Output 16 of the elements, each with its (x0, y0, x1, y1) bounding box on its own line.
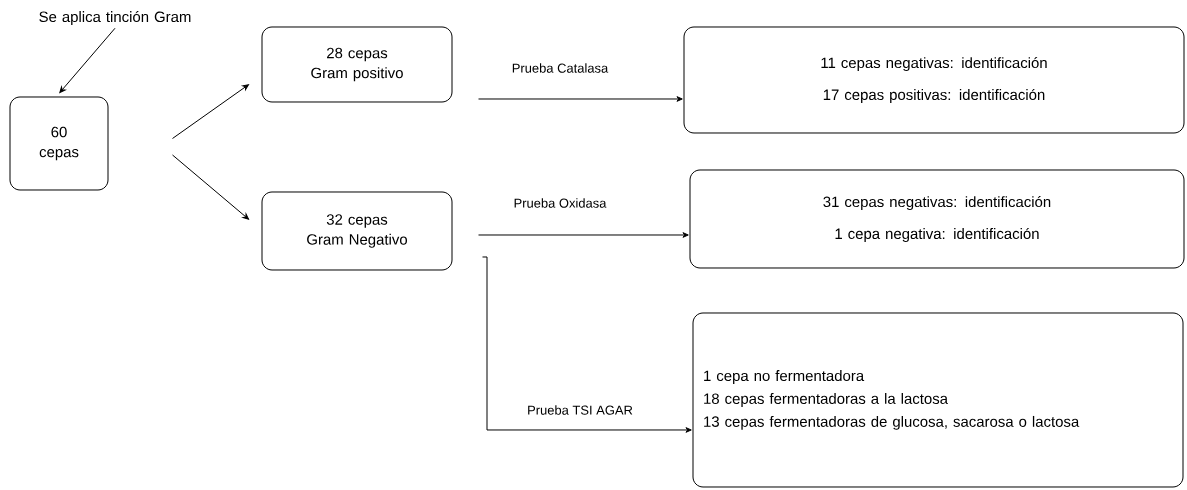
arrow (478, 232, 689, 238)
process-box: 11 cepas negativas: identificación 17 cepas positivas: identificación (683, 26, 1185, 134)
process-box: 1 cepa no fermentadora 18 cepas fermentadoras a la lactosa 13 cepas fermentadoras de glucosa, sacarosa o lactosa (692, 312, 1184, 488)
arrow (172, 84, 249, 139)
edge-label: Prueba TSI AGAR (526, 404, 634, 416)
process-box: 60 cepas (9, 96, 109, 191)
edge-label: Prueba Catalasa (510, 62, 610, 74)
arrow (482, 256, 692, 433)
arrow (59, 27, 116, 94)
process-box: 32 cepas Gram Negativo (261, 191, 453, 271)
arrow (478, 96, 683, 102)
process-box: 28 cepas Gram positivo (261, 26, 453, 103)
arrow (172, 154, 250, 220)
heading-text: Se aplica tinción Gram (39, 10, 191, 26)
process-box: 31 cepas negativas: identificación 1 cepa negativa: identificación (689, 169, 1185, 269)
edge-label: Prueba Oxidasa (512, 197, 608, 209)
